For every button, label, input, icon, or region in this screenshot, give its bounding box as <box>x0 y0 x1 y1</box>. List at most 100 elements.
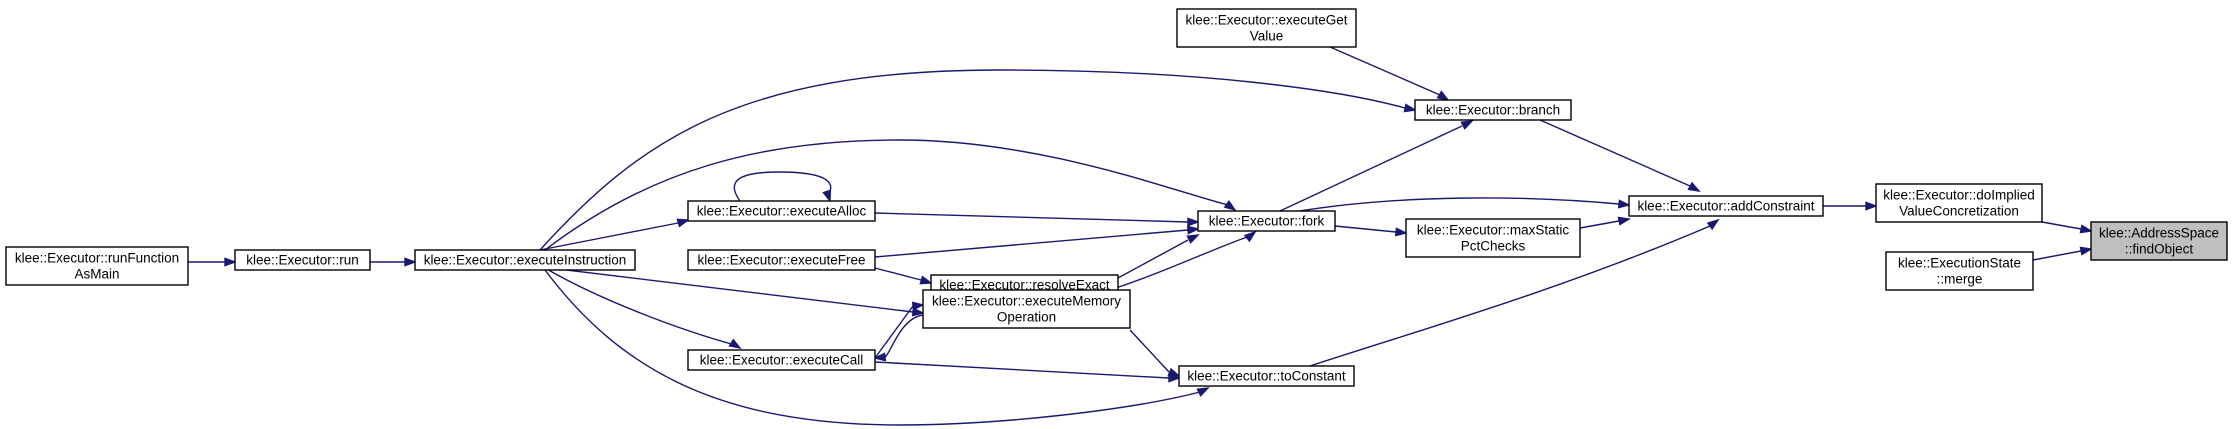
edge-executememoryoperation-executecall-line <box>884 314 924 358</box>
edge-executeinstruction-executememoryoperation-arrowhead <box>911 307 926 317</box>
node-box[interactable] <box>1197 210 1336 232</box>
node-add-constraint[interactable]: klee::Executor::addConstraint <box>1628 195 1824 217</box>
edge-executefree-resolveexact-line <box>874 267 922 281</box>
edge-runfunctionasmain-run <box>188 257 238 267</box>
node-execution-state-merge[interactable]: klee::ExecutionState::merge <box>1885 251 2034 291</box>
edge-executealloc-fork <box>874 212 1201 227</box>
node-label-line: PctChecks <box>1461 239 1526 254</box>
node-execute-alloc[interactable]: klee::Executor::executeAlloc <box>687 200 876 222</box>
edge-executeinstruction-tocontrol-loop <box>544 269 1210 426</box>
node-label-line: AsMain <box>74 267 119 282</box>
edge-executealloc-self <box>733 171 832 203</box>
node-label-line: klee::Executor::branch <box>1426 103 1560 118</box>
edge-executeinstruction-executememoryoperation <box>549 267 926 317</box>
edge-branch-addconstraint <box>1539 119 1701 193</box>
node-box[interactable] <box>2090 221 2228 261</box>
node-box[interactable] <box>5 246 189 286</box>
edge-doimplied-findobject-arrowhead <box>2079 224 2094 234</box>
node-fork[interactable]: klee::Executor::fork <box>1197 210 1336 232</box>
node-label-line: klee::Executor::executeMemory <box>932 294 1121 309</box>
edge-resolveexact-fork-arrowhead <box>1186 234 1200 244</box>
edge-tocontrol-addconstraint-line <box>1309 225 1711 367</box>
node-find-object[interactable]: klee::AddressSpace::findObject <box>2090 221 2228 261</box>
edge-executeinstruction-fork-top <box>544 139 1237 251</box>
node-label-line: klee::Executor::toConstant <box>1187 369 1346 384</box>
edge-resolveexact-fork <box>1117 234 1200 279</box>
node-label-line: klee::Executor::addConstraint <box>1637 199 1814 214</box>
edge-executefree-resolveexact <box>874 267 933 285</box>
node-box[interactable] <box>922 289 1131 329</box>
edge-executememoryoperation-fork-line <box>1109 235 1251 291</box>
node-box[interactable] <box>687 349 876 371</box>
node-label-line: klee::Executor::executeCall <box>700 353 864 368</box>
edge-executegetvalue-branch-arrowhead <box>1436 90 1450 102</box>
node-to-constant[interactable]: klee::Executor::toConstant <box>1178 365 1355 387</box>
node-execute-call[interactable]: klee::Executor::executeCall <box>687 349 876 371</box>
node-label-line: ::merge <box>1937 272 1983 287</box>
edge-executememoryoperation-executecall-arrowhead <box>872 352 887 362</box>
node-run[interactable]: klee::Executor::run <box>234 249 371 271</box>
edge-maxstaticpctchecks-addconstraint-line <box>1579 220 1620 229</box>
node-box[interactable] <box>414 249 636 271</box>
edge-executeinstruction-fork-top-line <box>544 139 1229 251</box>
node-do-implied-value-concretization[interactable]: klee::Executor::doImpliedValueConcretiza… <box>1875 183 2043 223</box>
edge-executeinstruction-executememoryoperation-line <box>549 267 914 313</box>
edge-runfunctionasmain-run-arrowhead <box>224 257 238 267</box>
node-execute-free[interactable]: klee::Executor::executeFree <box>687 249 876 271</box>
node-execute-instruction[interactable]: klee::Executor::executeInstruction <box>414 249 636 271</box>
edge-run-executeinstruction-arrowhead <box>404 257 418 267</box>
node-label-line: klee::Executor::executeGet <box>1185 13 1347 28</box>
edge-run-executeinstruction <box>370 257 418 267</box>
node-label-line: klee::Executor::resolveExact <box>939 278 1110 293</box>
node-box[interactable] <box>687 200 876 222</box>
edge-executealloc-fork-arrowhead <box>1187 217 1201 227</box>
node-box[interactable] <box>1176 8 1357 48</box>
edge-fork-addconstraint <box>1299 197 1632 212</box>
edge-executeinstruction-branch-top <box>539 69 1418 251</box>
node-box[interactable] <box>1875 183 2043 223</box>
node-label-line: klee::Executor::fork <box>1209 214 1325 229</box>
node-branch[interactable]: klee::Executor::branch <box>1414 99 1572 121</box>
node-label-line: klee::Executor::maxStatic <box>1417 223 1570 238</box>
edge-fork-maxstaticpctchecks <box>1334 225 1409 237</box>
edge-executegetvalue-branch-line <box>1329 46 1441 96</box>
edge-merge-findobject <box>2032 246 2094 261</box>
edge-executealloc-fork-line <box>874 212 1189 223</box>
node-box[interactable] <box>1414 99 1572 121</box>
node-box[interactable] <box>1628 195 1824 217</box>
edge-executecall-tocontrol-arrowhead <box>1168 373 1182 383</box>
edge-executefree-fork <box>874 225 1201 258</box>
node-box[interactable] <box>1405 218 1581 258</box>
edge-executealloc-self-line <box>733 171 832 202</box>
edge-executecall-executememoryoperation-line <box>874 305 914 359</box>
edge-executefree-resolveexact-arrowhead <box>919 275 933 285</box>
node-box[interactable] <box>687 249 876 271</box>
edge-executealloc-self-arrowhead <box>822 189 831 203</box>
edge-executememoryoperation-tocontrol-line <box>1129 329 1170 373</box>
edge-executeinstruction-fork-top-arrowhead <box>1223 200 1237 212</box>
edge-doimplied-findobject-line <box>2041 221 2082 230</box>
node-box[interactable] <box>1178 365 1355 387</box>
node-box[interactable] <box>234 249 371 271</box>
edge-fork-branch-arrowhead <box>1460 120 1474 130</box>
edge-fork-addconstraint-arrowhead <box>1617 199 1632 209</box>
edge-merge-findobject-line <box>2032 250 2082 261</box>
edge-executeinstruction-executealloc-arrowhead <box>676 218 690 228</box>
edge-executememoryoperation-fork-arrowhead <box>1243 230 1257 243</box>
node-label-line: Value <box>1250 29 1284 44</box>
edge-executefree-fork-arrowhead <box>1186 225 1201 235</box>
edge-doimplied-findobject <box>2041 221 2094 234</box>
edge-executeinstruction-tocontrol-loop-line <box>544 269 1201 426</box>
node-box[interactable] <box>1885 251 2034 291</box>
edge-fork-addconstraint-line <box>1299 197 1620 212</box>
edge-executememoryoperation-tocontrol <box>1129 329 1181 377</box>
edge-executeinstruction-branch-top-line <box>539 69 1406 251</box>
node-label-line: ::findObject <box>2125 242 2194 257</box>
edge-branch-addconstraint-line <box>1539 119 1691 187</box>
edge-tocontrol-addconstraint <box>1309 218 1720 367</box>
